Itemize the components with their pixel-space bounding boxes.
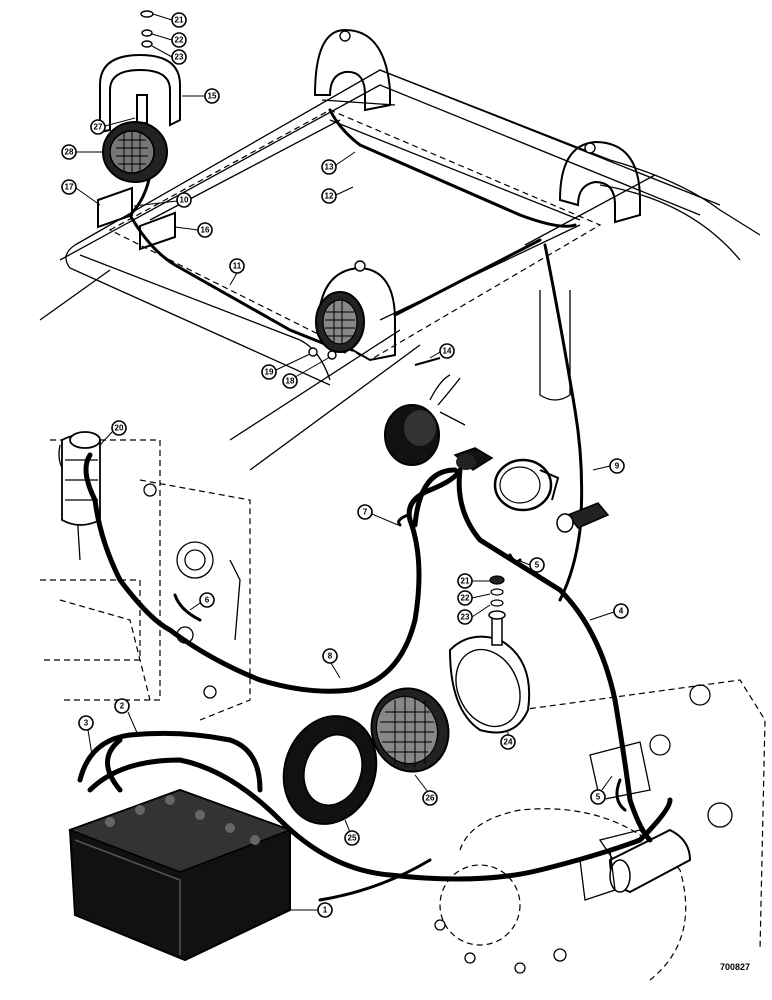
callout-6: 6	[189, 592, 215, 611]
svg-text:12: 12	[325, 192, 334, 201]
svg-text:4: 4	[619, 607, 624, 616]
svg-text:9: 9	[615, 462, 620, 471]
svg-text:25: 25	[348, 834, 357, 843]
callout-23-top: 23	[151, 45, 187, 65]
battery	[67, 788, 293, 962]
svg-text:6: 6	[205, 596, 210, 605]
callouts: 21 22 23 15 27 28 17 10 16 11 13 12 14 1…	[61, 12, 629, 918]
svg-text:10: 10	[180, 196, 189, 205]
svg-text:28: 28	[65, 148, 74, 157]
svg-text:5: 5	[596, 793, 601, 802]
svg-text:24: 24	[504, 738, 513, 747]
svg-text:22: 22	[461, 594, 470, 603]
svg-text:21: 21	[175, 16, 184, 25]
svg-text:16: 16	[201, 226, 210, 235]
sealed-beam-unit	[370, 687, 450, 773]
callout-18: 18	[282, 356, 331, 389]
svg-text:22: 22	[175, 36, 184, 45]
svg-text:15: 15	[208, 92, 217, 101]
callout-3: 3	[78, 715, 94, 756]
svg-text:1: 1	[323, 906, 328, 915]
svg-text:2: 2	[120, 702, 125, 711]
lamp-retaining-ring	[282, 715, 378, 825]
callout-24: 24	[500, 732, 516, 750]
svg-text:18: 18	[286, 377, 295, 386]
svg-text:23: 23	[461, 613, 470, 622]
callout-25: 25	[344, 819, 360, 846]
roof-wire-harness	[128, 108, 584, 602]
svg-text:23: 23	[175, 53, 184, 62]
svg-text:13: 13	[325, 163, 334, 172]
svg-text:19: 19	[265, 368, 274, 377]
svg-text:26: 26	[426, 794, 435, 803]
svg-text:7: 7	[363, 508, 368, 517]
callout-26: 26	[414, 774, 438, 806]
callout-5-lower: 5	[590, 775, 613, 805]
main-harness	[77, 452, 673, 902]
svg-text:14: 14	[443, 347, 452, 356]
callout-7: 7	[357, 504, 399, 526]
callout-20: 20	[99, 420, 127, 446]
callout-27: 27	[90, 117, 136, 135]
svg-text:11: 11	[233, 262, 242, 271]
callout-19: 19	[261, 353, 311, 380]
callout-12: 12	[321, 186, 354, 204]
svg-text:27: 27	[94, 123, 103, 132]
svg-text:20: 20	[115, 424, 124, 433]
indicator-lamp	[453, 447, 494, 471]
front-work-lamp	[448, 575, 531, 734]
svg-text:8: 8	[328, 652, 333, 661]
callout-28: 28	[61, 144, 103, 160]
svg-text:3: 3	[84, 719, 89, 728]
callout-4: 4	[589, 603, 629, 621]
callout-16: 16	[174, 222, 213, 238]
light-switch	[384, 374, 466, 466]
stop-light-switch	[556, 502, 610, 533]
mounting-brackets	[97, 186, 176, 251]
callout-9: 9	[592, 458, 625, 474]
svg-text:17: 17	[65, 183, 74, 192]
callout-14: 14	[429, 343, 455, 359]
callout-23-lower: 23	[457, 604, 491, 625]
callout-5-upper: 5	[519, 557, 545, 573]
callout-22-top: 22	[151, 32, 187, 48]
callout-2: 2	[114, 698, 139, 736]
rear-left-roof-lamp	[313, 28, 396, 112]
callout-1: 1	[290, 902, 333, 918]
svg-text:5: 5	[535, 561, 540, 570]
callout-22-lower: 22	[457, 590, 491, 606]
callout-11: 11	[229, 258, 245, 286]
svg-text:21: 21	[461, 577, 470, 586]
rear-right-roof-lamp	[558, 140, 641, 224]
front-right-roof-lamp	[308, 260, 441, 366]
callout-10: 10	[133, 192, 192, 208]
cab-roof	[39, 69, 761, 471]
callout-13: 13	[321, 151, 356, 175]
callout-8: 8	[322, 648, 341, 679]
callout-17: 17	[61, 179, 101, 206]
drawing-number: 700827	[719, 962, 750, 972]
callout-15: 15	[182, 88, 220, 104]
callout-21-lower: 21	[457, 573, 490, 589]
front-left-roof-lamp	[99, 10, 181, 183]
callout-21-top: 21	[152, 12, 187, 28]
rear-post	[539, 290, 571, 401]
gauge	[493, 458, 560, 512]
